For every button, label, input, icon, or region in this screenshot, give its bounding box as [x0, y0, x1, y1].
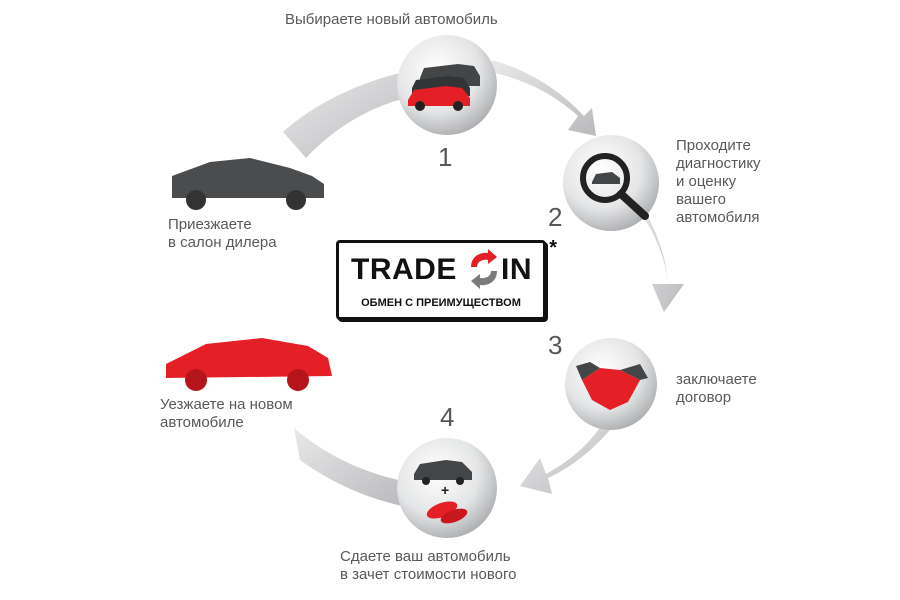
step-1-ball: [397, 35, 497, 135]
ring-segment-start: [283, 70, 420, 158]
svg-text:+: +: [441, 482, 449, 498]
red-car-icon: [166, 338, 332, 391]
step-2-label: Проходите диагностику и оценку вашего ав…: [676, 137, 761, 226]
logo-trade-text: TRADE: [351, 253, 457, 286]
ring-segment-1-2: [490, 60, 596, 136]
grey-car-icon: [172, 158, 324, 210]
step-2-number: 2: [548, 202, 563, 232]
step-1-label: Выбираете новый автомобиль: [285, 11, 498, 28]
step-1-number: 1: [438, 142, 453, 172]
step-4-number: 4: [440, 402, 455, 432]
trade-in-logo: TRADE IN * ОБМЕН С ПРЕИМУЩЕСТВОМ: [336, 237, 557, 320]
logo-asterisk: *: [549, 237, 557, 259]
cars-icon: [408, 64, 480, 111]
leave-label: Уезжаете на новом автомобиле: [160, 396, 293, 431]
step-4-ball: +: [397, 438, 497, 538]
step-4-label: Сдаете ваш автомобиль в зачет стоимости …: [340, 548, 517, 583]
exchange-arrows-icon: [471, 249, 497, 289]
car-plus-coins-icon: +: [414, 460, 472, 524]
magnifier-car-icon: [580, 153, 649, 220]
handshake-icon: [576, 362, 648, 410]
ring-segment-end: [294, 428, 402, 506]
step-3-ball: [565, 338, 657, 430]
step-3-label: заключаете договор: [676, 371, 757, 406]
logo-subtitle: ОБМЕН С ПРЕИМУЩЕСТВОМ: [361, 297, 521, 309]
step-2-ball: [563, 135, 659, 231]
logo-in-text: IN: [501, 253, 532, 286]
ring-segment-3-4: [520, 420, 618, 494]
arrive-label: Приезжаете в салон дилера: [168, 216, 277, 251]
step-3-number: 3: [548, 330, 563, 360]
